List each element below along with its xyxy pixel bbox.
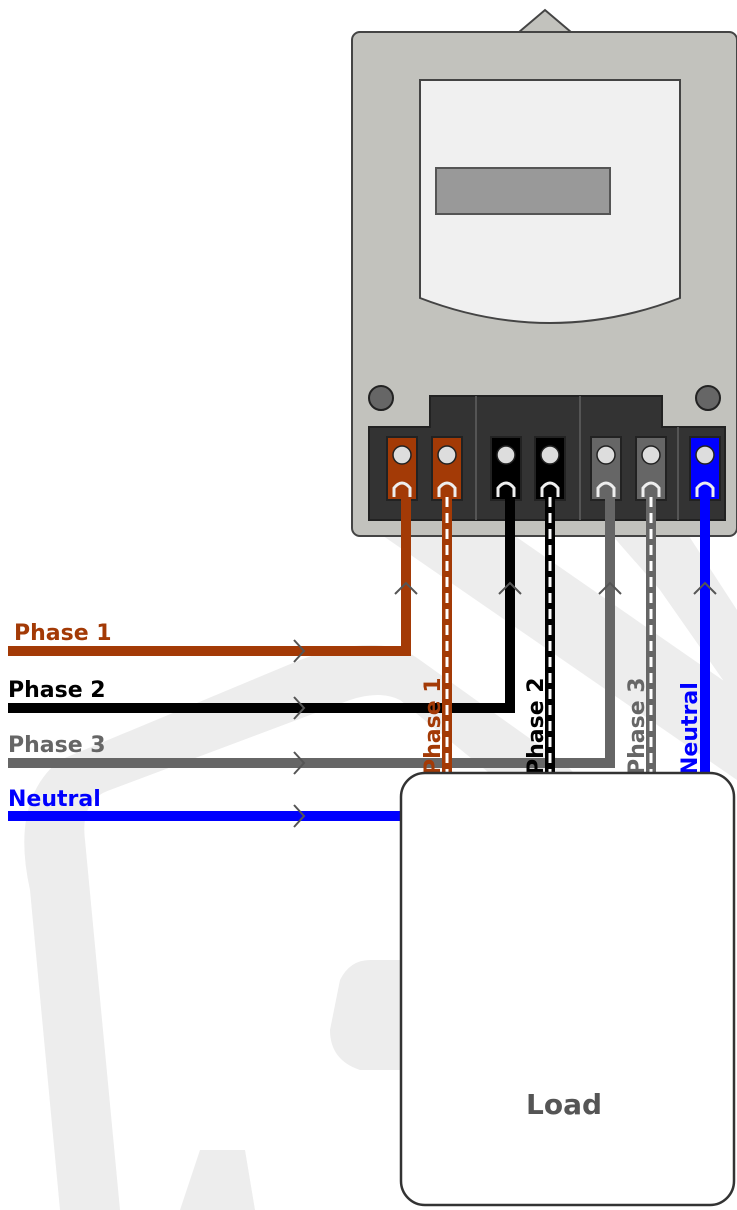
load-box bbox=[399, 771, 736, 1207]
label-phase3-in: Phase 3 bbox=[8, 733, 106, 758]
label-neutral-out: Neutral bbox=[678, 682, 703, 775]
terminal-phase1-out bbox=[431, 436, 463, 501]
wire-phase1-in bbox=[8, 497, 411, 656]
label-phase1-in: Phase 1 bbox=[14, 621, 112, 646]
lcd-display bbox=[435, 167, 611, 215]
terminal-phase2-out bbox=[534, 436, 566, 501]
label-phase3-out: Phase 3 bbox=[625, 677, 650, 775]
label-phase2-out: Phase 2 bbox=[524, 677, 549, 775]
wire-phase3-in bbox=[8, 497, 615, 768]
terminal-phase1-in bbox=[386, 436, 418, 501]
load-label: Load bbox=[526, 1088, 602, 1121]
terminal-phase2-in bbox=[490, 436, 522, 501]
terminal-phase3-in bbox=[590, 436, 622, 501]
label-phase2-in: Phase 2 bbox=[8, 678, 106, 703]
terminal-dividers bbox=[475, 396, 679, 520]
terminal-neutral bbox=[689, 436, 721, 501]
label-neutral-in: Neutral bbox=[8, 787, 101, 812]
direction-arrows-in bbox=[293, 639, 306, 828]
mounting-screw-left bbox=[368, 385, 394, 411]
mounting-screw-right bbox=[695, 385, 721, 411]
terminal-phase3-out bbox=[635, 436, 667, 501]
direction-arrows-up bbox=[394, 581, 717, 595]
wire-phase2-in bbox=[8, 497, 515, 713]
label-phase1-out: Phase 1 bbox=[421, 677, 446, 775]
